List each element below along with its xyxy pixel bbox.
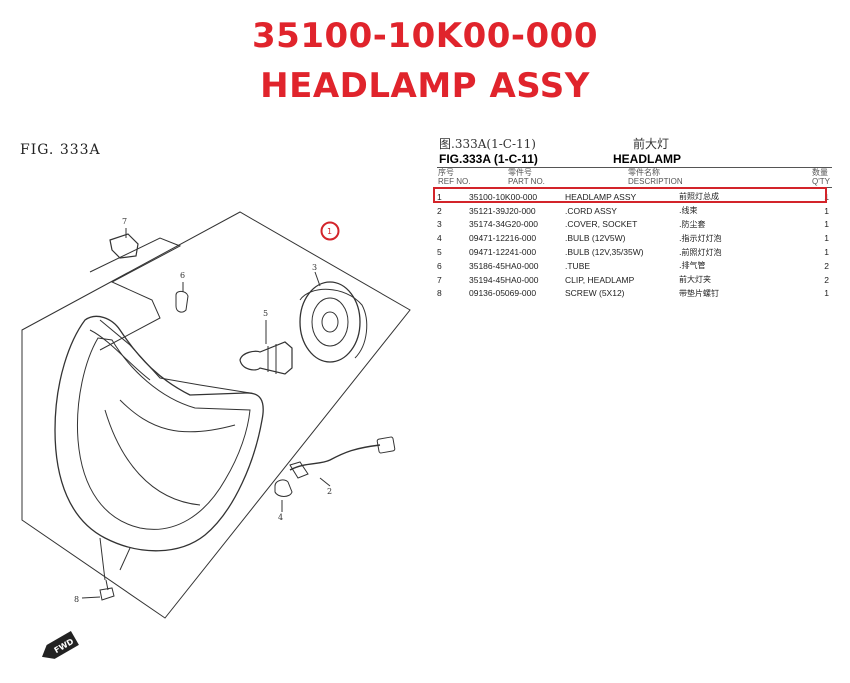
callout-3: 3 [312,263,317,272]
part-no-cell: 35186-45HA0-000 [469,260,539,271]
ref-cell: 8 [437,288,442,299]
cn-figure-label: 图.333A(1-C-11) [439,137,536,151]
part-no-cell: 35121-39J20-000 [469,205,536,216]
headlamp-clip [109,233,139,259]
callout-7: 7 [122,217,127,226]
ref-cell: 1 [437,191,442,202]
table-row[interactable]: 8 09136-05069-000 SCREW (5X12) 带垫片螺钉 1 [437,287,829,301]
fwd-arrow-icon: FWD [42,631,79,659]
description-cell: .COVER, SOCKET [565,219,638,230]
socket-cover-inner [311,297,349,347]
description-cell: CLIP, HEADLAMP [565,274,635,285]
qty-cell: 1 [824,288,829,299]
callout-4: 4 [278,513,283,522]
leader-line [81,596,101,599]
cord-connector [376,436,396,454]
headlamp-lens-ridge [119,399,236,433]
part-name-title: HEADLAMP ASSY [260,66,590,106]
description-cell: .BULB (12V,35/35W) [565,247,644,258]
socket-cover-flange [299,288,368,359]
socket-cover-hub [321,311,339,333]
ref-cell: 4 [437,233,442,244]
table-row[interactable]: 7 35194-45HA0-000 CLIP, HEADLAMP 前大灯夹 2 [437,273,829,287]
cn-description-cell: .防尘套 [679,219,706,229]
callout-5: 5 [263,309,268,318]
ref-cell: 5 [437,247,442,258]
description-cell: .CORD ASSY [565,205,617,216]
header-divider [437,167,832,168]
en-figure-label: FIG.333A (1-C-11) [439,152,538,166]
cn-description-cell: .排气管 [679,261,706,271]
leader-line [314,271,321,287]
leader-line [319,477,331,487]
part-no-cell: 09136-05069-000 [469,288,537,299]
description-cell: HEADLAMP ASSY [565,191,637,202]
cord-socket [289,461,309,479]
part-no-cell: 35194-45HA0-000 [469,274,539,285]
headlamp-rim [89,329,151,381]
qty-cell: 1 [824,233,829,244]
parts-table: 1 35100-10K00-000 HEADLAMP ASSY 前照灯总成 1 … [437,190,829,300]
table-row[interactable]: 2 35121-39J20-000 .CORD ASSY .线束 1 [437,204,829,218]
callout-1-highlight [320,221,340,241]
diagram-frame [21,211,411,619]
ref-cell: 6 [437,260,442,271]
position-bulb [274,479,293,497]
ref-cell: 7 [437,274,442,285]
qty-cell: 2 [824,260,829,271]
part-no-cell: 35100-10K00-000 [469,191,538,202]
tube [175,290,189,313]
headlamp-inner-lens [76,337,251,530]
qty-cell: 1 [824,205,829,216]
part-number-title: 35100-10K00-000 [252,16,598,56]
cord-assy [289,444,381,471]
description-cell: .TUBE [565,260,591,271]
screw [99,579,115,601]
callout-8: 8 [74,595,79,604]
qty-cell: 1 [824,247,829,258]
headlamp-lens-ridge [104,409,201,506]
headlamp-bulb [239,341,293,375]
qty-cell: 1 [824,219,829,230]
table-row[interactable]: 5 09471-12241-000 .BULB (12V,35/35W) .前照… [437,245,829,259]
part-no-cell: 09471-12241-000 [469,247,537,258]
table-row[interactable]: 6 35186-45HA0-000 .TUBE .排气管 2 [437,259,829,273]
headlamp-housing [54,315,264,552]
cn-description-cell: 带垫片螺钉 [679,288,719,298]
callout-6: 6 [180,271,185,280]
qty-cell: 2 [824,274,829,285]
clip-bracket-frame [89,237,182,351]
cn-description-cell: .线束 [679,206,698,216]
headlamp-top-edge [99,319,251,394]
figure-label: FIG. 333A [20,142,101,158]
table-row[interactable]: 4 09471-12216-000 .BULB (12V5W) .指示灯灯泡 1 [437,231,829,245]
table-row[interactable]: 3 35174-34G20-000 .COVER, SOCKET .防尘套 1 [437,218,829,232]
cn-title: 前大灯 [633,137,670,151]
selected-row-highlight [433,187,827,203]
callout-1: 1 [327,227,332,236]
cn-description-cell: .前照灯灯泡 [679,247,722,257]
ref-cell: 3 [437,219,442,230]
part-no-cell: 09471-12216-000 [469,233,537,244]
socket-cover [299,281,361,363]
housing-bottom-tab [99,537,131,581]
cn-description-cell: .指示灯灯泡 [679,233,722,243]
en-title: HEADLAMP [613,152,681,166]
cn-description-cell: 前照灯总成 [679,192,719,202]
part-no-cell: 35174-34G20-000 [469,219,539,230]
callout-2: 2 [327,487,332,496]
ref-cell: 2 [437,205,442,216]
cn-description-cell: 前大灯夹 [679,275,711,285]
description-cell: .BULB (12V5W) [565,233,626,244]
description-cell: SCREW (5X12) [565,288,625,299]
headlamp-exploded-diagram: 7 6 3 5 4 2 8 1 FWD [21,211,411,659]
